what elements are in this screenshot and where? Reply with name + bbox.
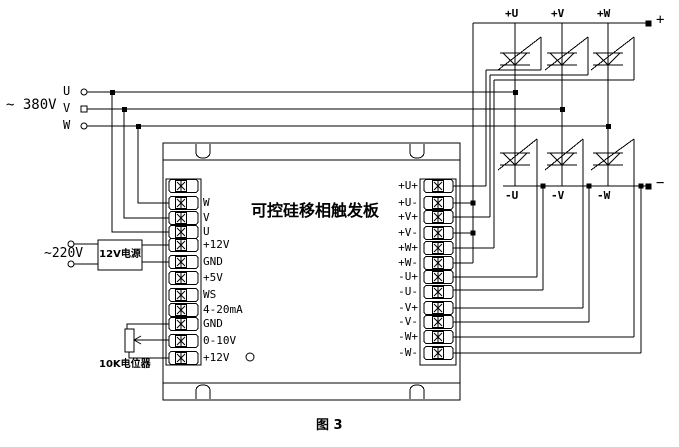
right-terminal-label-0: +U+ bbox=[398, 179, 418, 192]
left-terminal-label-3: U bbox=[203, 225, 210, 238]
psu-label: 12V电源 bbox=[99, 249, 141, 260]
phase-label-u: U bbox=[63, 84, 71, 98]
mains-voltage-label: ~ 380V bbox=[6, 97, 57, 113]
left-terminal-label-4: +12V bbox=[203, 238, 230, 251]
scr-label-minus-u: -U bbox=[505, 189, 519, 202]
scr-top-group bbox=[453, 36, 635, 249]
left-terminal-label-8: 4-20mA bbox=[203, 303, 243, 316]
junction-dots bbox=[110, 20, 652, 236]
left-terminal-block bbox=[165, 178, 202, 366]
phase-u-terminal bbox=[80, 88, 88, 96]
gate-wire-plus-w bbox=[453, 36, 635, 249]
cathode-wire-minus-u bbox=[453, 186, 544, 291]
board-notch-top-right bbox=[409, 144, 425, 159]
right-terminal-label-1: +U- bbox=[398, 196, 418, 209]
scr-bottom-group bbox=[453, 138, 642, 354]
wiper-arrow bbox=[133, 335, 142, 345]
right-terminal-label-5: +W- bbox=[398, 256, 418, 269]
scr-label-plus-v: +V bbox=[551, 7, 565, 20]
phase-label-v: V bbox=[63, 101, 71, 115]
left-terminal-label-6: +5V bbox=[203, 271, 223, 284]
aux-voltage-label: ~220V bbox=[44, 246, 84, 261]
dc-minus-label: − bbox=[656, 175, 665, 191]
scr-label-plus-w: +W bbox=[597, 7, 611, 20]
phase-v-terminal bbox=[80, 105, 88, 113]
phase-wires bbox=[87, 91, 608, 233]
gate-wire-plus-v bbox=[453, 36, 589, 218]
right-terminal-label-9: -V- bbox=[398, 315, 418, 328]
left-terminal-label-9: GND bbox=[203, 317, 223, 330]
board-mounting-hole bbox=[245, 352, 255, 362]
left-terminal-label-10: 0-10V bbox=[203, 334, 237, 347]
psu-box bbox=[97, 239, 143, 271]
scr-columns bbox=[514, 23, 609, 186]
potentiometer-label: 10K电位器 bbox=[99, 359, 151, 370]
left-terminal-label-5: GND bbox=[203, 255, 223, 268]
dc-minus-terminal bbox=[645, 183, 652, 190]
left-terminal-label-2: V bbox=[203, 211, 210, 224]
scr-label-minus-w: -W bbox=[597, 189, 611, 202]
dc-plus-bus bbox=[453, 22, 648, 264]
three-phase-input bbox=[80, 88, 88, 130]
right-terminal-label-2: +V+ bbox=[398, 210, 418, 223]
potentiometer bbox=[124, 323, 169, 359]
cathode-wire-minus-w bbox=[453, 186, 642, 354]
left-terminal-label-11: +12V bbox=[203, 351, 230, 364]
gate-wire-minus-w bbox=[453, 138, 635, 338]
right-terminal-label-6: -U+ bbox=[398, 270, 418, 283]
dc-plus-label: + bbox=[656, 12, 665, 28]
board-notch-bottom-left bbox=[195, 384, 211, 399]
board-title: 可控硅移相触发板 bbox=[250, 201, 379, 220]
right-terminal-label-10: -W+ bbox=[398, 330, 418, 343]
gate-wire-minus-v bbox=[453, 138, 584, 309]
phase-w-terminal bbox=[80, 122, 88, 130]
right-terminal-label-11: -W- bbox=[398, 346, 418, 359]
left-terminal-label-1: W bbox=[203, 196, 210, 209]
left-terminal-label-7: WS bbox=[203, 288, 217, 301]
right-terminal-label-4: +W+ bbox=[398, 241, 418, 254]
potentiometer-body bbox=[124, 328, 135, 353]
gate-wire-plus-u bbox=[453, 36, 542, 187]
gate-wire-minus-u bbox=[453, 138, 538, 278]
figure-caption: 图 3 bbox=[316, 418, 343, 433]
right-terminal-block bbox=[419, 178, 457, 366]
cathode-wire-minus-v bbox=[453, 186, 590, 323]
psu-12v bbox=[67, 239, 169, 271]
board-notch-bottom-right bbox=[409, 384, 425, 399]
right-terminal-label-7: -U- bbox=[398, 285, 418, 298]
board-notch-top-left bbox=[195, 144, 211, 159]
phase-label-w: W bbox=[63, 118, 71, 132]
scr-label-minus-v: -V bbox=[551, 189, 565, 202]
scr-label-plus-u: +U bbox=[505, 7, 519, 20]
right-terminal-label-3: +V- bbox=[398, 226, 418, 239]
dc-plus-terminal bbox=[645, 20, 652, 27]
trigger-board-outline bbox=[162, 142, 461, 401]
right-terminal-label-8: -V+ bbox=[398, 301, 418, 314]
